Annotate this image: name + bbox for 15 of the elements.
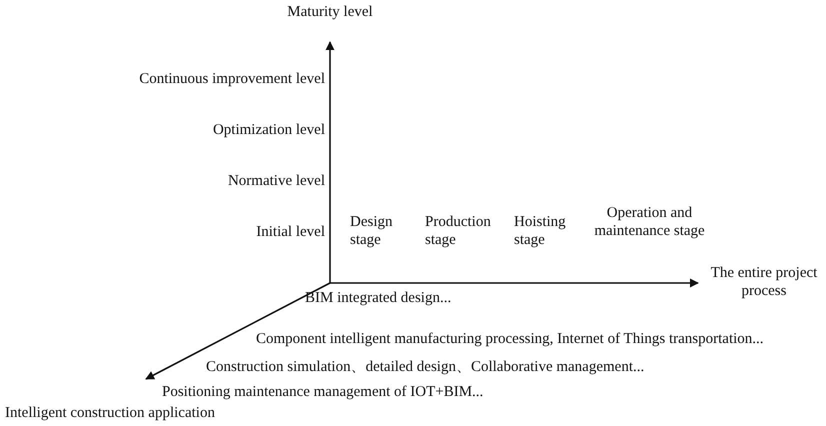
level-label: Normative level <box>228 172 325 190</box>
stage-label: Hoisting stage <box>514 213 567 249</box>
application-label: BIM integrated design... <box>305 289 452 307</box>
stage-label: Design stage <box>350 213 394 249</box>
level-label: Continuous improvement level <box>139 70 325 88</box>
axis-title: Intelligent construction application <box>5 404 215 422</box>
application-label: Positioning maintenance management of IOT+BIM... <box>162 383 484 401</box>
application-label: Component intelligent manufacturing processing, Internet of Things transportation... <box>256 330 764 348</box>
level-label: Optimization level <box>212 121 325 139</box>
axis-title: Maturity level <box>286 3 374 21</box>
stage-label: Operation and maintenance stage <box>593 204 706 240</box>
level-label: Initial level <box>256 223 325 241</box>
axis-title: The entire project process <box>710 264 818 300</box>
application-label: Construction simulation、detailed design、Collaborative management... <box>206 358 644 376</box>
stage-label: Production stage <box>425 213 492 249</box>
